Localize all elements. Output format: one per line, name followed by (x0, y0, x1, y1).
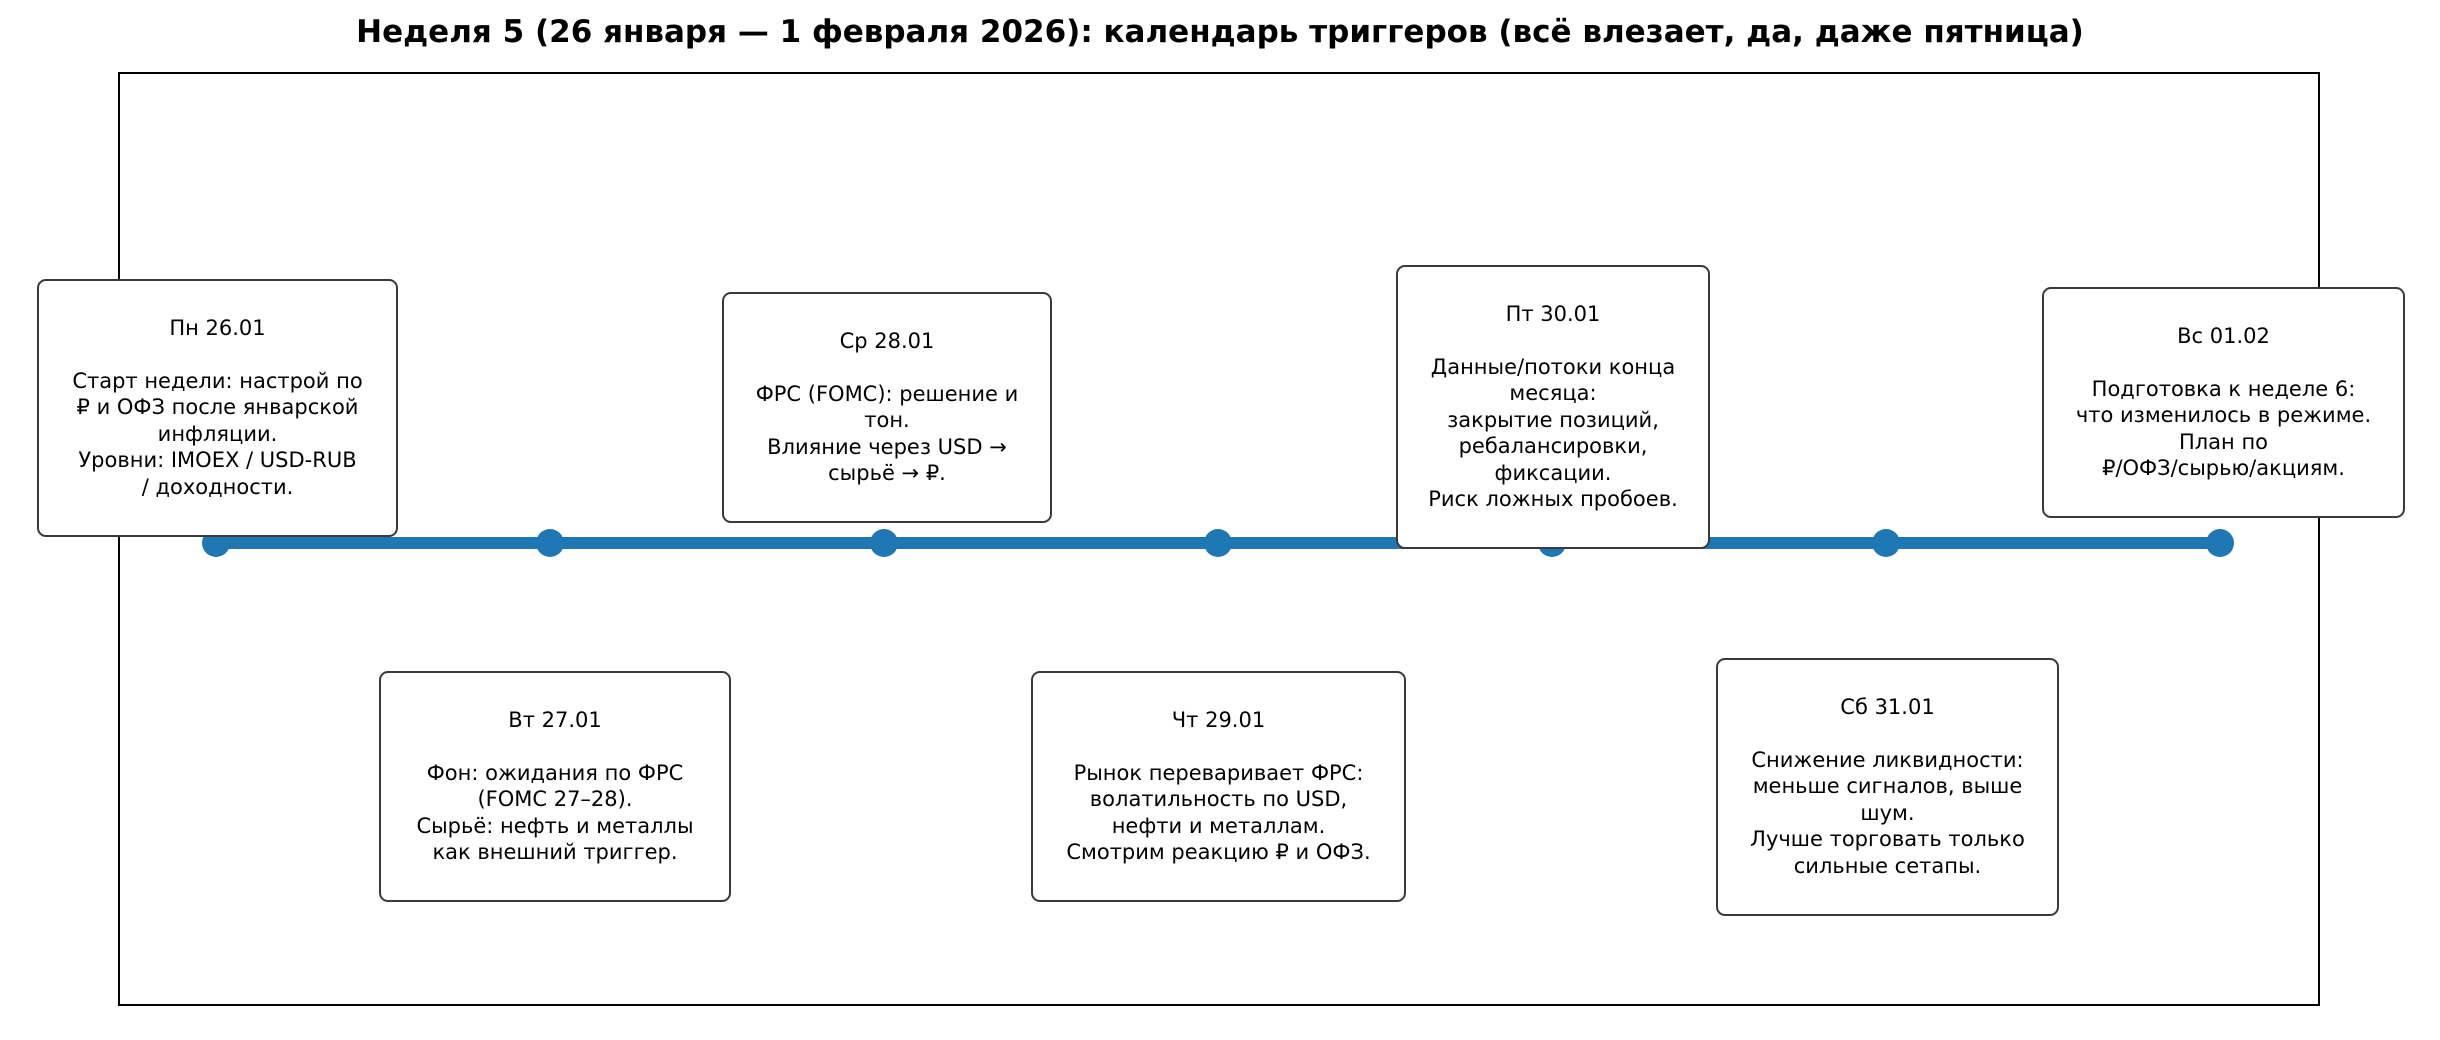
callout-tue-date: Вт 27.01 (508, 707, 602, 732)
timeline-marker-wed[interactable] (870, 529, 898, 557)
callout-thu-date: Чт 29.01 (1171, 707, 1266, 732)
callout-tue[interactable]: Вт 27.01 Фон: ожидания по ФРС (FOMC 27–2… (379, 671, 731, 902)
callout-thu-body: Рынок переваривает ФРС: волатильность по… (1066, 760, 1371, 865)
timeline-marker-sat[interactable] (1872, 529, 1900, 557)
callout-sat-date: Сб 31.01 (1840, 694, 1935, 719)
callout-wed-body: ФРС (FOMC): решение и тон. Влияние через… (755, 381, 1019, 486)
timeline-marker-thu[interactable] (1204, 529, 1232, 557)
callout-fri[interactable]: Пт 30.01 Данные/потоки конца месяца: зак… (1396, 265, 1710, 549)
timeline-marker-tue[interactable] (536, 529, 564, 557)
callout-mon-body: Старт недели: настрой по ₽ и ОФЗ после я… (72, 368, 363, 499)
timeline-marker-sun[interactable] (2206, 529, 2234, 557)
axes-frame (118, 72, 2320, 1006)
callout-sun-body: Подготовка к неделе 6: что изменилось в … (2075, 376, 2372, 481)
page-title: Неделя 5 (26 января — 1 февраля 2026): к… (356, 14, 2084, 50)
callout-sun[interactable]: Вс 01.02 Подготовка к неделе 6: что изме… (2042, 287, 2405, 518)
callout-mon[interactable]: Пн 26.01 Старт недели: настрой по ₽ и ОФ… (37, 279, 398, 537)
callout-sun-date: Вс 01.02 (2177, 323, 2270, 348)
callout-mon-date: Пн 26.01 (169, 315, 266, 340)
callout-sat-body: Снижение ликвидности: меньше сигналов, в… (1750, 747, 2025, 878)
callout-wed-date: Ср 28.01 (839, 328, 935, 353)
callout-fri-body: Данные/потоки конца месяца: закрытие поз… (1428, 354, 1678, 512)
callout-sat[interactable]: Сб 31.01 Снижение ликвидности: меньше си… (1716, 658, 2059, 916)
callout-tue-body: Фон: ожидания по ФРС (FOMC 27–28). Сырьё… (416, 760, 694, 865)
callout-thu[interactable]: Чт 29.01 Рынок переваривает ФРС: волатил… (1031, 671, 1406, 902)
callout-wed[interactable]: Ср 28.01 ФРС (FOMC): решение и тон. Влия… (722, 292, 1052, 523)
callout-fri-date: Пт 30.01 (1505, 301, 1601, 326)
